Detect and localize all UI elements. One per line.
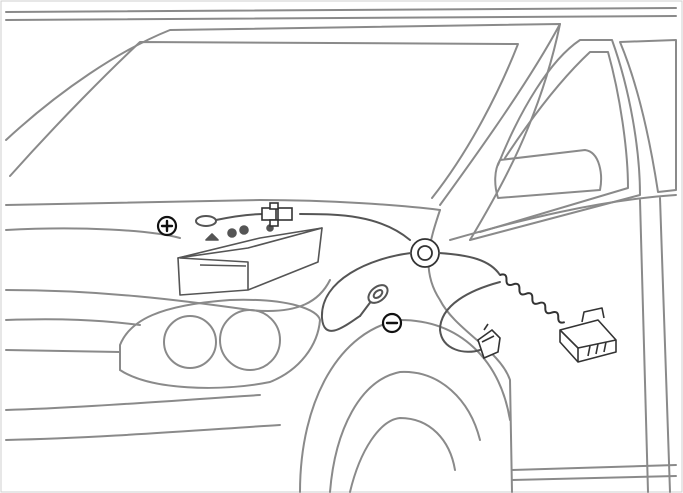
battery-top — [177, 227, 323, 259]
harness-wires — [438, 252, 501, 353]
negative-lead — [320, 252, 412, 332]
headlight-lens-right — [219, 309, 281, 371]
hood-edge — [5, 199, 441, 211]
controller-bracket — [581, 307, 605, 323]
negative-wire — [320, 252, 412, 332]
firewall-grommet — [410, 238, 440, 268]
lower-grille — [5, 424, 281, 441]
a-pillar — [469, 23, 561, 241]
sill-line-lower — [511, 475, 677, 481]
door-rear-edge — [639, 199, 649, 493]
fuse-holder — [261, 202, 293, 227]
bumper-line — [5, 349, 121, 353]
roof-line-inner — [5, 15, 677, 21]
battery-rib — [199, 264, 247, 267]
battery-cap-1 — [227, 228, 237, 238]
car-body — [5, 7, 677, 493]
plug-tab — [483, 323, 489, 331]
wire-to-connector — [438, 281, 501, 353]
roof-line — [5, 7, 677, 13]
battery-edge — [179, 257, 249, 290]
negative-ring-hole — [372, 289, 384, 299]
fuse-top — [269, 202, 279, 210]
fuse-body-left — [261, 207, 277, 221]
headlight — [119, 298, 322, 389]
battery-cap-2 — [239, 225, 249, 235]
belt-line — [449, 194, 677, 241]
plus-circle-icon — [156, 215, 178, 237]
sill-line — [511, 464, 677, 471]
minus-circle-icon — [381, 312, 403, 334]
door-window-frame — [469, 39, 641, 241]
bumper-top — [5, 318, 141, 326]
side-mirror — [494, 149, 603, 199]
rear-window — [619, 39, 677, 193]
controller-box — [559, 307, 617, 363]
tire — [349, 417, 456, 493]
door-window-inner — [479, 51, 629, 233]
headlight-housing — [119, 298, 322, 389]
headlight-lens-left — [163, 315, 217, 369]
controller-body — [559, 319, 617, 363]
positive-lead-to-grommet — [299, 213, 411, 241]
controller-pins — [587, 341, 607, 357]
windshield-outer — [5, 23, 561, 206]
fuse-body-right — [277, 207, 293, 221]
negative-ring-terminal — [367, 284, 389, 304]
positive-ring-terminal — [195, 215, 217, 227]
fuse-bottom — [269, 219, 279, 227]
fender-line — [5, 279, 331, 312]
battery — [177, 224, 323, 296]
plug-body — [477, 328, 501, 360]
grommet-inner — [417, 245, 433, 261]
windshield-inner — [9, 41, 519, 199]
wheel-arch-inner — [329, 370, 481, 493]
coiled-cable — [499, 273, 566, 324]
battery-terminal-pos — [205, 233, 219, 241]
wire-to-coil — [438, 252, 501, 276]
b-pillar — [659, 197, 671, 493]
plug-connector — [477, 323, 501, 360]
plug-detail — [481, 335, 495, 343]
bumper-bottom — [5, 394, 261, 411]
